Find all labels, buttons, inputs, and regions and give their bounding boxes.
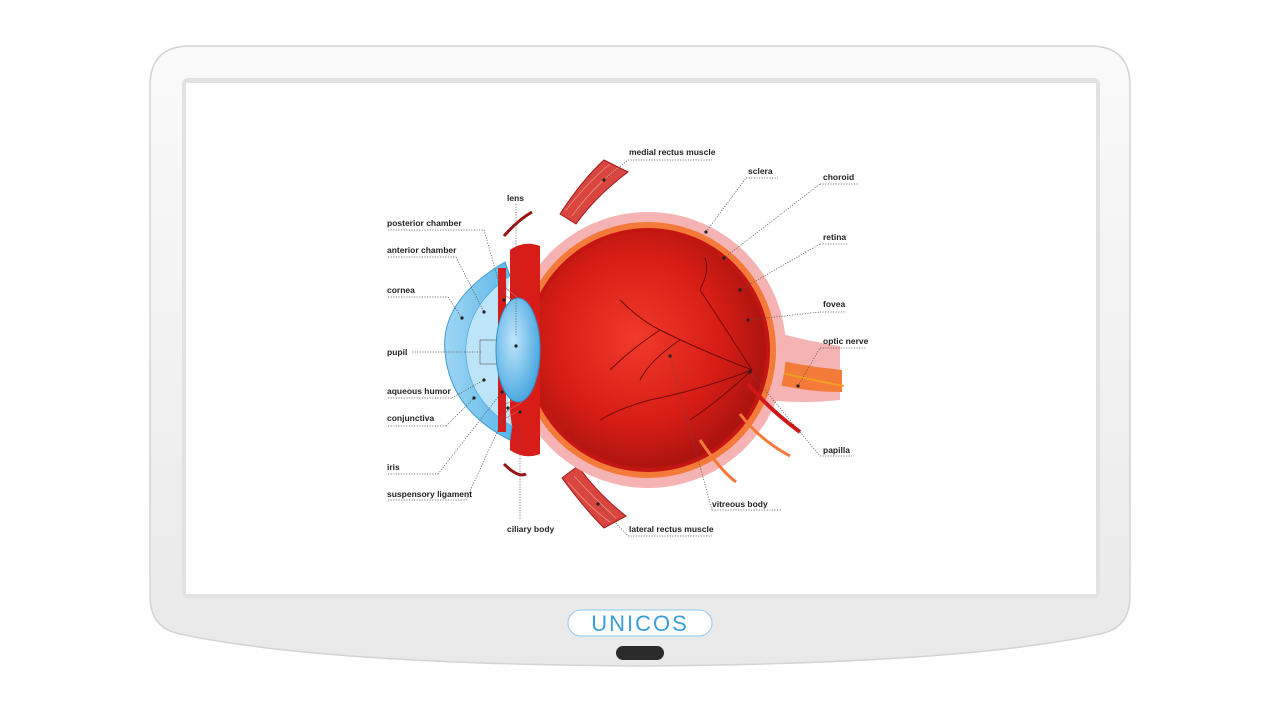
label-retina: retina bbox=[823, 232, 846, 242]
label-aqueous-humor: aqueous humor bbox=[387, 386, 451, 396]
label-fovea: fovea bbox=[823, 299, 845, 309]
label-pupil: pupil bbox=[387, 347, 407, 357]
conjunctiva bbox=[502, 210, 533, 237]
medial-rectus-muscle bbox=[559, 159, 629, 225]
lens bbox=[495, 297, 541, 403]
label-cornea: cornea bbox=[387, 285, 415, 295]
label-medial-rectus-muscle: medial rectus muscle bbox=[629, 147, 716, 157]
label-ciliary-body: ciliary body bbox=[507, 524, 555, 534]
brand-text: UNICOS bbox=[591, 611, 689, 636]
label-suspensory-ligament: suspensory ligament bbox=[387, 489, 472, 499]
power-button[interactable] bbox=[616, 646, 664, 660]
label-anterior-chamber: anterior chamber bbox=[387, 245, 457, 255]
label-conjunctiva: conjunctiva bbox=[387, 413, 435, 423]
eye-diagram: medial rectus muscle sclera choroid lens… bbox=[387, 147, 869, 537]
diagram-labels: medial rectus muscle sclera choroid lens… bbox=[387, 147, 869, 534]
label-iris: iris bbox=[387, 462, 400, 472]
label-sclera: sclera bbox=[748, 166, 773, 176]
label-lens: lens bbox=[507, 193, 524, 203]
vitreous-body bbox=[530, 232, 766, 468]
label-lateral-rectus-muscle: lateral rectus muscle bbox=[629, 524, 714, 534]
retinal-vessels bbox=[599, 257, 753, 421]
label-papilla: papilla bbox=[823, 445, 850, 455]
label-posterior-chamber: posterior chamber bbox=[387, 218, 462, 228]
label-vitreous-body: vitreous body bbox=[712, 499, 768, 509]
label-choroid: choroid bbox=[823, 172, 854, 182]
label-optic-nerve: optic nerve bbox=[823, 336, 869, 346]
brand-logo: UNICOS bbox=[567, 609, 713, 637]
